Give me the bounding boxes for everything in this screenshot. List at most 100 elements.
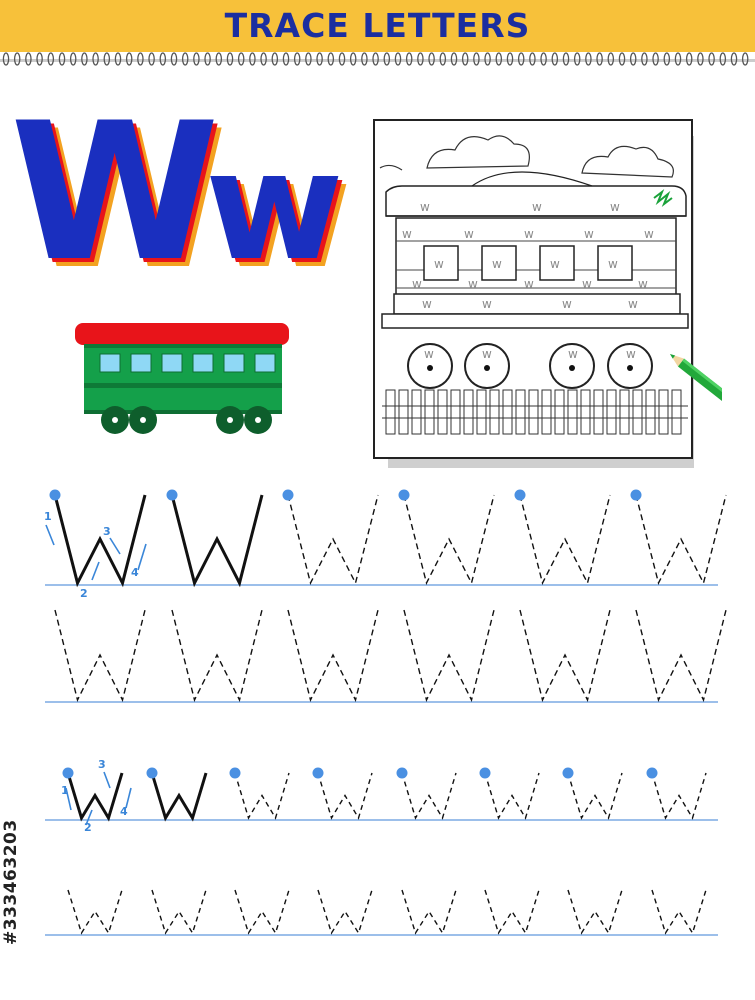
spiral-ring	[596, 52, 603, 66]
fence-plank	[528, 389, 539, 435]
dotted-letter-lower	[484, 772, 540, 820]
start-dot	[62, 767, 74, 779]
fence-plank	[671, 389, 682, 435]
fence-plank	[385, 389, 396, 435]
stock-id: #333463203	[1, 819, 21, 945]
dotted-letter-upper	[171, 609, 263, 703]
dotted-letter-upper	[403, 494, 495, 585]
start-dot	[396, 767, 408, 779]
start-dot	[312, 767, 324, 779]
coloring-w-label: w	[582, 277, 592, 291]
coloring-w-label: w	[468, 277, 478, 291]
fence-plank	[554, 389, 565, 435]
spiral-ring	[226, 52, 234, 66]
dotted-letter-lower	[317, 889, 373, 935]
stroke-direction-arrow-2	[85, 809, 93, 826]
coloring-w-label: w	[524, 227, 534, 241]
tracing-practice-area[interactable]: 1 2 3 4 1 2 3 4	[0, 470, 755, 1000]
coloring-w-label: w	[482, 297, 492, 311]
stroke-number-lower-1: 1	[61, 784, 69, 797]
stroke-direction-arrow-3	[103, 771, 111, 789]
dotted-letter-lower	[401, 772, 457, 820]
spiral-ring	[551, 52, 559, 66]
coloring-w-label: w	[492, 257, 502, 271]
big-upper-mid: W	[14, 98, 224, 278]
spiral-ring	[137, 52, 144, 66]
spiral-ring	[585, 52, 592, 66]
spiral-ring	[159, 52, 167, 66]
stroke-direction-arrow-3	[109, 537, 121, 555]
dotted-letter-upper	[287, 494, 379, 585]
big-lower-shadow: w	[213, 128, 352, 278]
start-dot	[282, 489, 294, 501]
dotted-letter-lower	[567, 889, 623, 935]
spiral-ring	[260, 52, 267, 66]
spiral-ring	[708, 52, 715, 66]
spiral-binding	[0, 52, 755, 66]
coloring-w-label: w	[644, 227, 654, 241]
spiral-ring	[439, 52, 447, 66]
spiral-ring	[103, 52, 111, 66]
stroke-number-upper-2: 2	[80, 587, 88, 600]
spiral-ring	[405, 52, 413, 66]
solid-letter-lower	[150, 772, 208, 822]
start-dot	[166, 489, 178, 501]
fence-plank	[476, 389, 487, 435]
coloring-w-label: w	[434, 257, 444, 271]
dotted-letter-lower	[317, 772, 373, 820]
spiral-ring	[125, 52, 133, 66]
stroke-number-upper-3: 3	[103, 525, 111, 538]
coloring-w-label: w	[424, 347, 434, 361]
coloring-w-label: w	[610, 200, 620, 214]
spiral-ring	[428, 52, 435, 66]
page-title: TRACE LETTERS	[224, 6, 531, 45]
start-dot	[630, 489, 642, 501]
fence-plank	[645, 389, 656, 435]
spiral-ring	[47, 52, 55, 66]
spiral-ring	[361, 52, 368, 66]
coloring-w-label: w	[402, 227, 412, 241]
start-dot	[514, 489, 526, 501]
coloring-w-label: w	[420, 200, 430, 214]
big-lower-mid: w	[209, 124, 348, 278]
spiral-ring	[349, 52, 357, 66]
coloring-w-label: w	[626, 347, 636, 361]
coloring-w-label: w	[638, 277, 648, 291]
spiral-ring	[204, 52, 211, 66]
spiral-ring	[181, 52, 189, 66]
fence-plank	[658, 389, 669, 435]
spiral-ring	[282, 52, 290, 66]
spiral-ring	[573, 52, 581, 66]
coloring-w-label: w	[422, 297, 432, 311]
dotted-letter-lower	[234, 889, 290, 935]
spiral-ring	[562, 52, 570, 66]
stroke-number-lower-4: 4	[120, 805, 128, 818]
fence-plank	[606, 389, 617, 435]
fence-plank	[450, 389, 461, 435]
spiral-ring	[473, 52, 480, 66]
spiral-ring	[719, 52, 727, 66]
spiral-ring	[338, 52, 346, 66]
start-dot	[49, 489, 61, 501]
start-dot	[229, 767, 241, 779]
spiral-ring	[383, 52, 391, 66]
spiral-ring	[81, 52, 88, 66]
dotted-letter-lower	[234, 772, 290, 820]
spiral-ring	[327, 52, 335, 66]
start-dot	[646, 767, 658, 779]
dotted-letter-lower	[651, 889, 707, 935]
dotted-letter-upper	[635, 494, 727, 585]
dotted-letter-lower	[67, 889, 123, 935]
start-dot	[398, 489, 410, 501]
spiral-ring	[495, 52, 503, 66]
solid-letter-lower	[66, 772, 124, 822]
spiral-ring	[652, 52, 659, 66]
spiral-ring	[417, 52, 424, 66]
spiral-ring	[506, 52, 514, 66]
spiral-ring	[13, 52, 21, 66]
spiral-ring	[663, 52, 671, 66]
fence-plank	[515, 389, 526, 435]
spiral-ring	[148, 52, 155, 66]
spiral-ring	[249, 52, 256, 66]
spiral-ring	[517, 52, 525, 66]
